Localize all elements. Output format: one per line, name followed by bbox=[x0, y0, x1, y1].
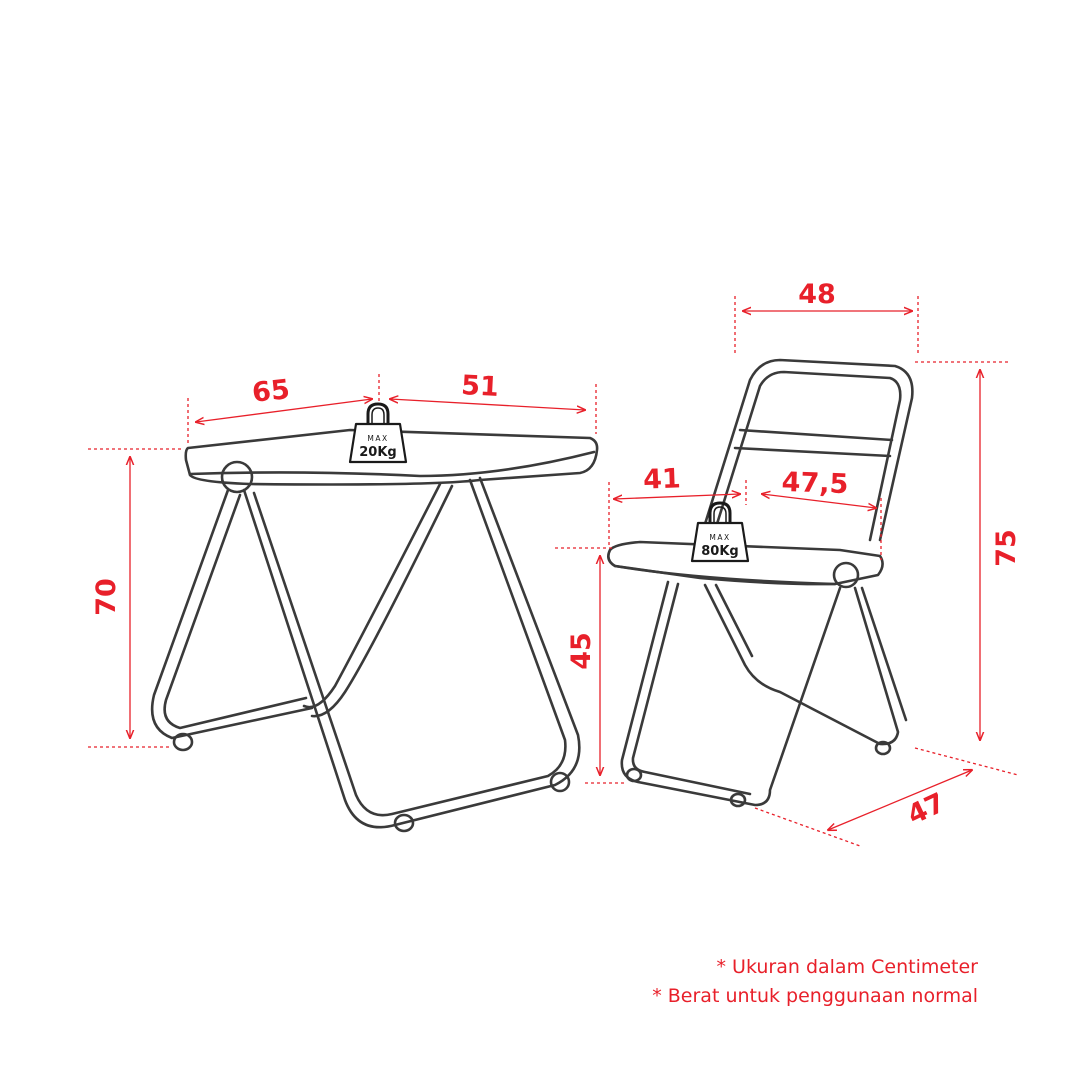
footnote-units: * Ukuran dalam Centimeter bbox=[716, 956, 979, 978]
chair-cross-leg bbox=[703, 583, 900, 746]
table-top bbox=[184, 428, 599, 486]
chair-depth-label: 47 bbox=[903, 787, 950, 831]
seat-depth-label: 47,5 bbox=[781, 467, 849, 500]
table-main-leg bbox=[242, 476, 581, 829]
table-depth-arrow bbox=[390, 399, 585, 410]
table-depth-label: 51 bbox=[460, 370, 499, 403]
seat-height-label: 45 bbox=[566, 632, 597, 670]
weight-icon: MAX 80Kg bbox=[690, 501, 750, 563]
table-hinge bbox=[220, 460, 254, 494]
table-cross-brace bbox=[302, 482, 442, 709]
weight-icon: MAX 20Kg bbox=[348, 402, 408, 464]
chair-front-leg bbox=[620, 580, 842, 807]
chair-height-label: 75 bbox=[991, 529, 1022, 567]
chair-width-label: 48 bbox=[798, 279, 836, 310]
table-drawing bbox=[150, 428, 599, 833]
chair-hinge bbox=[832, 561, 860, 589]
dimension-lines bbox=[88, 296, 1019, 847]
table-width-arrow bbox=[196, 399, 372, 422]
chair-backrest bbox=[698, 358, 914, 542]
chair-foot bbox=[874, 740, 892, 756]
table-weight-value: 20Kg bbox=[359, 445, 396, 460]
seat-depth-arrow bbox=[762, 494, 876, 508]
chair-foot bbox=[625, 767, 643, 783]
chair-weight-max: MAX bbox=[709, 533, 730, 542]
table-foot bbox=[549, 771, 571, 793]
footnote-weight: * Berat untuk penggunaan normal bbox=[652, 985, 978, 1007]
table-foot bbox=[172, 732, 194, 752]
seat-width-label: 41 bbox=[643, 463, 682, 495]
table-height-label: 70 bbox=[91, 578, 122, 616]
footnotes: * Ukuran dalam Centimeter * Berat untuk … bbox=[652, 953, 978, 1011]
table-weight-max: MAX bbox=[367, 434, 388, 443]
chair-drawing bbox=[607, 358, 914, 808]
chair-weight-value: 80Kg bbox=[701, 544, 738, 559]
table-left-frame bbox=[150, 488, 314, 740]
table-width-label: 65 bbox=[251, 374, 292, 409]
seat-width-arrow bbox=[614, 494, 740, 499]
table-foot bbox=[393, 813, 415, 833]
chair-foot bbox=[729, 792, 747, 808]
chair-depth-arrow bbox=[828, 770, 972, 830]
